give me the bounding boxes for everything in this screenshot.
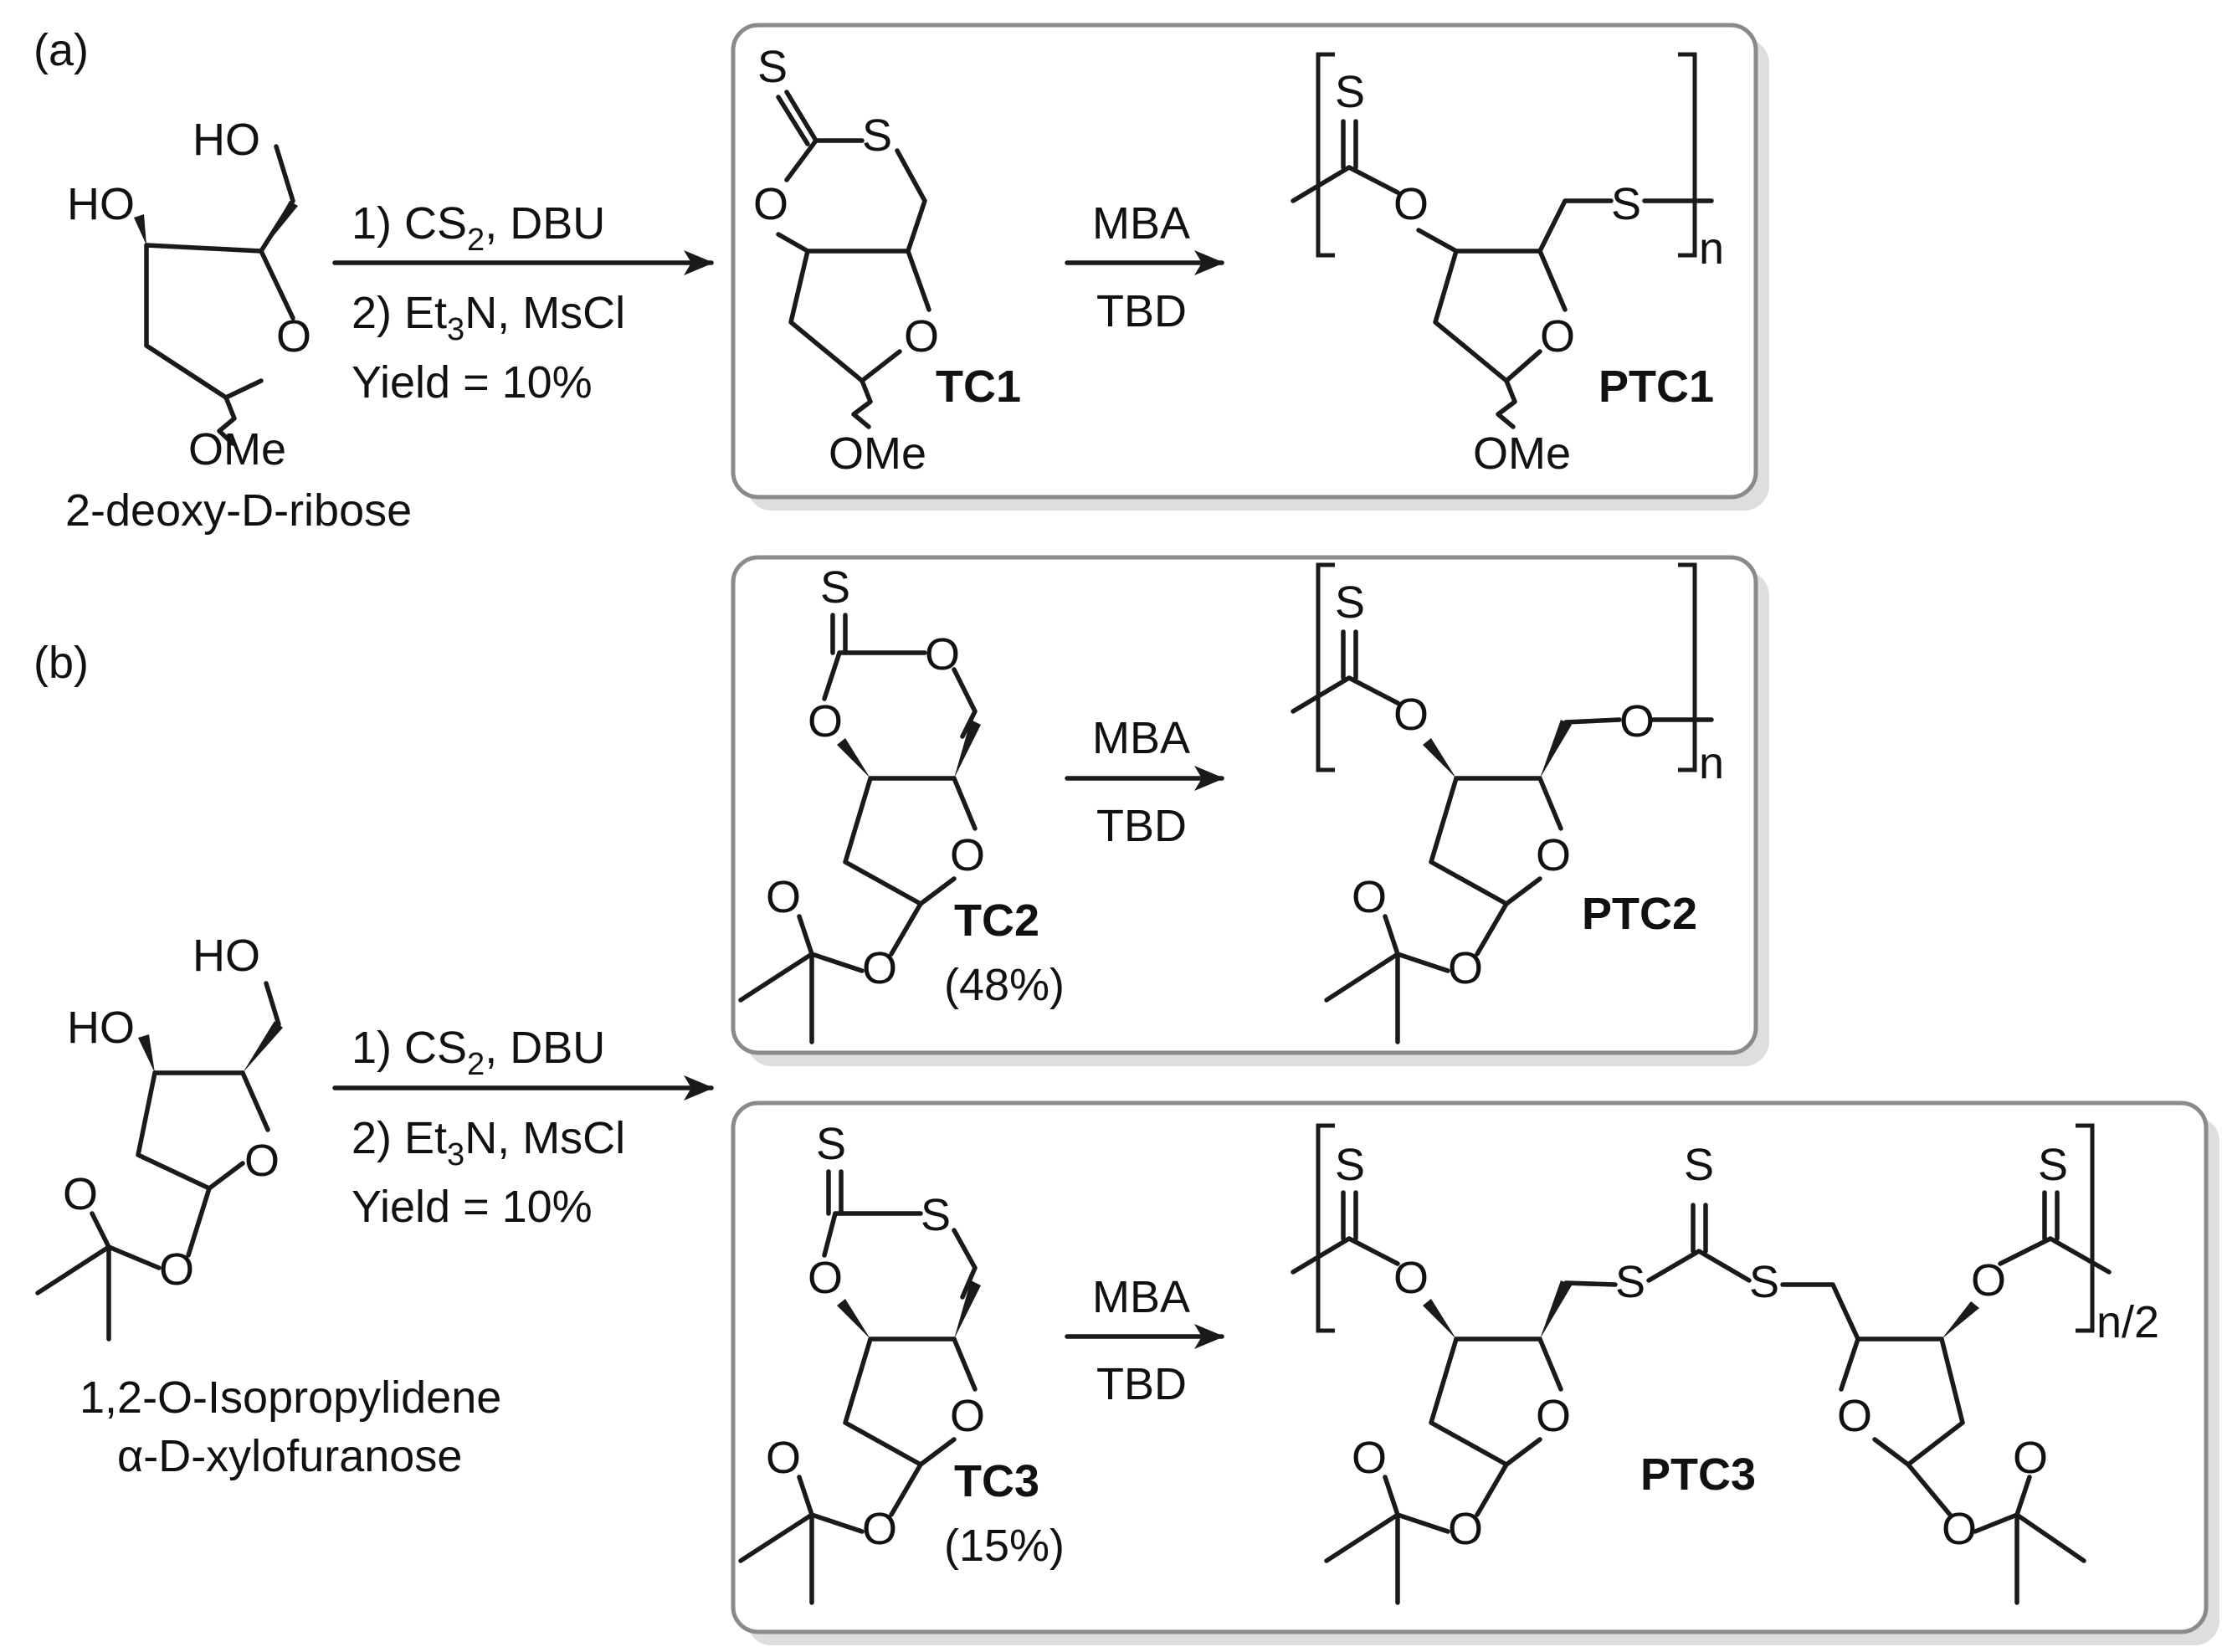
atom-label: O bbox=[1352, 1433, 1387, 1483]
label-tc2-yield: (48%) bbox=[944, 960, 1065, 1010]
label-2-deoxy-d-ribose: 2-deoxy-D-ribose bbox=[65, 485, 412, 536]
atom-label: O bbox=[1837, 1391, 1872, 1441]
atom-label: O bbox=[1619, 696, 1655, 746]
atom-label: O bbox=[753, 179, 788, 229]
reaction-box-tc1 bbox=[731, 23, 1758, 500]
atom-label: S bbox=[820, 562, 850, 613]
label-isopropylidene-line2: α-D-xylofuranose bbox=[117, 1431, 462, 1481]
atom-label: O bbox=[63, 1169, 98, 1219]
polymer-ptc1: S O S O OMe n bbox=[1291, 52, 1724, 479]
atom-label: O bbox=[950, 830, 985, 880]
label-tc3: TC3 bbox=[954, 1456, 1039, 1506]
condition-step1-a: 1) CS2, DBU bbox=[352, 198, 605, 258]
atom-label: O bbox=[2013, 1433, 2048, 1483]
catalyst-tbd-2: TBD bbox=[1096, 801, 1187, 851]
atom-label: S bbox=[2038, 1140, 2068, 1190]
atom-label: O bbox=[1536, 1391, 1571, 1441]
condition-yield-a: Yield = 10% bbox=[352, 357, 593, 408]
atom-label: O bbox=[1352, 872, 1387, 922]
atom-label: S bbox=[1684, 1140, 1714, 1190]
atom-label: S bbox=[921, 1190, 951, 1240]
atom-label: S bbox=[1615, 1257, 1645, 1307]
atom-label: S bbox=[816, 1119, 846, 1169]
label-isopropylidene-line1: 1,2-O-Isopropylidene bbox=[80, 1372, 501, 1423]
repeat-n: n bbox=[1699, 223, 1724, 274]
atom-label: S bbox=[862, 110, 892, 161]
condition-step1-b: 1) CS2, DBU bbox=[352, 1023, 605, 1082]
atom-label: O bbox=[904, 311, 939, 362]
atom-label: O bbox=[766, 1433, 801, 1483]
label-ptc1: PTC1 bbox=[1599, 362, 1714, 412]
catalyst-mba-2: MBA bbox=[1092, 713, 1190, 763]
atom-label: O bbox=[276, 311, 311, 362]
atom-label: O bbox=[1393, 1253, 1429, 1303]
atom-label: S bbox=[1335, 577, 1365, 628]
atom-label: O bbox=[950, 1391, 985, 1441]
reaction-box-tc2 bbox=[731, 555, 1758, 1055]
molecule-tc3: S S O O O O bbox=[738, 1119, 985, 1605]
atom-label: HO bbox=[192, 931, 260, 981]
atom-label: O bbox=[808, 1253, 843, 1303]
polymer-ptc3: S O O O O S S S O S O bbox=[1291, 1123, 2159, 1605]
atom-label: S bbox=[1335, 1140, 1365, 1190]
reaction-box-tc3 bbox=[731, 1100, 2209, 1634]
label-tc3-yield: (15%) bbox=[944, 1521, 1065, 1571]
repeat-n-half: n/2 bbox=[2096, 1297, 2159, 1347]
atom-label: O bbox=[1393, 179, 1429, 229]
atom-label: O bbox=[1540, 311, 1575, 362]
catalyst-mba-3: MBA bbox=[1092, 1272, 1190, 1322]
label-ptc2: PTC2 bbox=[1582, 889, 1697, 939]
molecule-isopropylidene-xylofuranose: HO HO O O O bbox=[35, 931, 283, 1342]
condition-yield-b: Yield = 10% bbox=[352, 1182, 593, 1232]
atom-label: S bbox=[1749, 1257, 1779, 1307]
label-tc2: TC2 bbox=[954, 895, 1039, 946]
repeat-n: n bbox=[1699, 738, 1724, 788]
label-ptc3: PTC3 bbox=[1640, 1449, 1756, 1500]
condition-step2-b: 2) Et3N, MsCl bbox=[352, 1113, 625, 1172]
atom-label: S bbox=[757, 42, 788, 92]
atom-label: OMe bbox=[1473, 428, 1571, 479]
atom-label: HO bbox=[67, 179, 135, 229]
panel-label-b: (b) bbox=[33, 638, 89, 688]
atom-label: O bbox=[1393, 690, 1429, 740]
molecule-tc1: S S O O OMe bbox=[753, 42, 939, 479]
polymer-ptc2: S O O O O O n bbox=[1291, 562, 1724, 1044]
molecule-2-deoxy-d-ribose: HO HO O OMe bbox=[67, 115, 311, 475]
atom-label: O bbox=[808, 696, 843, 746]
atom-label: HO bbox=[67, 1003, 135, 1053]
condition-step2-a: 2) Et3N, MsCl bbox=[352, 288, 625, 347]
panel-label-a: (a) bbox=[33, 25, 89, 75]
atom-label: OMe bbox=[829, 428, 926, 479]
atom-label: S bbox=[1611, 179, 1641, 229]
catalyst-tbd-1: TBD bbox=[1096, 286, 1187, 336]
atom-label: O bbox=[244, 1136, 280, 1186]
atom-label: OMe bbox=[188, 424, 286, 475]
catalyst-mba-1: MBA bbox=[1092, 198, 1190, 249]
atom-label: HO bbox=[192, 115, 260, 165]
catalyst-tbd-3: TBD bbox=[1096, 1359, 1187, 1409]
molecule-tc2: S O O O O O bbox=[738, 562, 985, 1044]
atom-label: O bbox=[766, 872, 801, 922]
atom-label: S bbox=[1335, 67, 1365, 117]
atom-label: O bbox=[1536, 830, 1571, 880]
label-tc1: TC1 bbox=[936, 362, 1021, 412]
